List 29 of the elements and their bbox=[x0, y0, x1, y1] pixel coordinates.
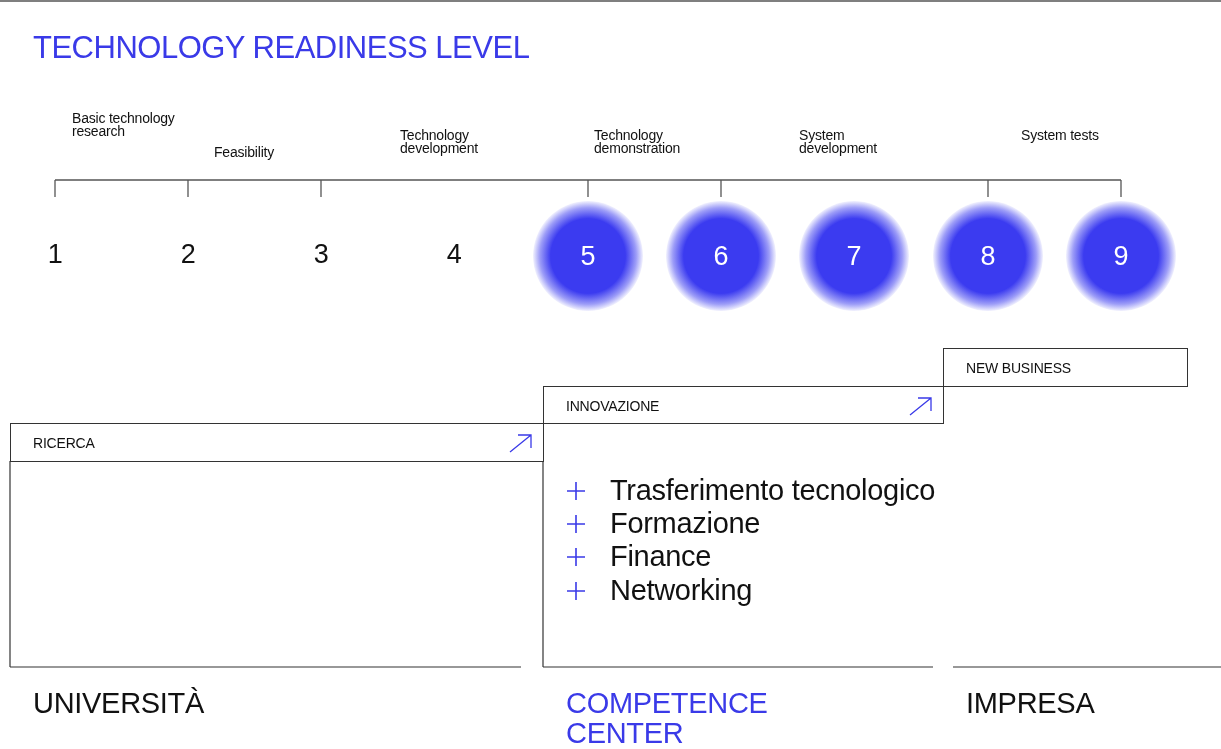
band-label: NEW BUSINESS bbox=[966, 360, 1071, 376]
stage-label: Feasibility bbox=[214, 146, 275, 159]
level-number: 1 bbox=[46, 240, 64, 268]
header-band bbox=[943, 348, 1188, 387]
band-label: RICERCA bbox=[33, 435, 95, 451]
organization-label: UNIVERSITÀ bbox=[33, 688, 205, 718]
level-number: 2 bbox=[179, 240, 197, 268]
list-item: Trasferimento tecnologico bbox=[610, 475, 936, 505]
level-number: 6 bbox=[713, 240, 729, 272]
list-item: Finance bbox=[610, 541, 712, 571]
stage-label: System tests bbox=[1021, 129, 1099, 142]
stage-label: Basic technology research bbox=[72, 112, 176, 138]
list-item: Networking bbox=[610, 575, 753, 605]
level-number: 4 bbox=[445, 240, 463, 268]
level-number: 7 bbox=[846, 240, 862, 272]
stage-label: Technology demonstration bbox=[594, 129, 682, 155]
level-number: 9 bbox=[1113, 240, 1129, 272]
header-band bbox=[10, 423, 544, 462]
organization-label: IMPRESA bbox=[966, 688, 1095, 718]
title: TECHNOLOGY READINESS LEVEL bbox=[33, 30, 530, 66]
level-number: 5 bbox=[580, 240, 596, 272]
level-number: 3 bbox=[312, 240, 330, 268]
header-band bbox=[543, 386, 944, 424]
band-label: INNOVAZIONE bbox=[566, 398, 660, 414]
stage-label: Technology development bbox=[400, 129, 479, 155]
stage-label: System development bbox=[799, 129, 878, 155]
organization-label: COMPETENCE CENTER bbox=[566, 688, 769, 748]
level-number: 8 bbox=[980, 240, 996, 272]
list-item: Formazione bbox=[610, 508, 761, 538]
